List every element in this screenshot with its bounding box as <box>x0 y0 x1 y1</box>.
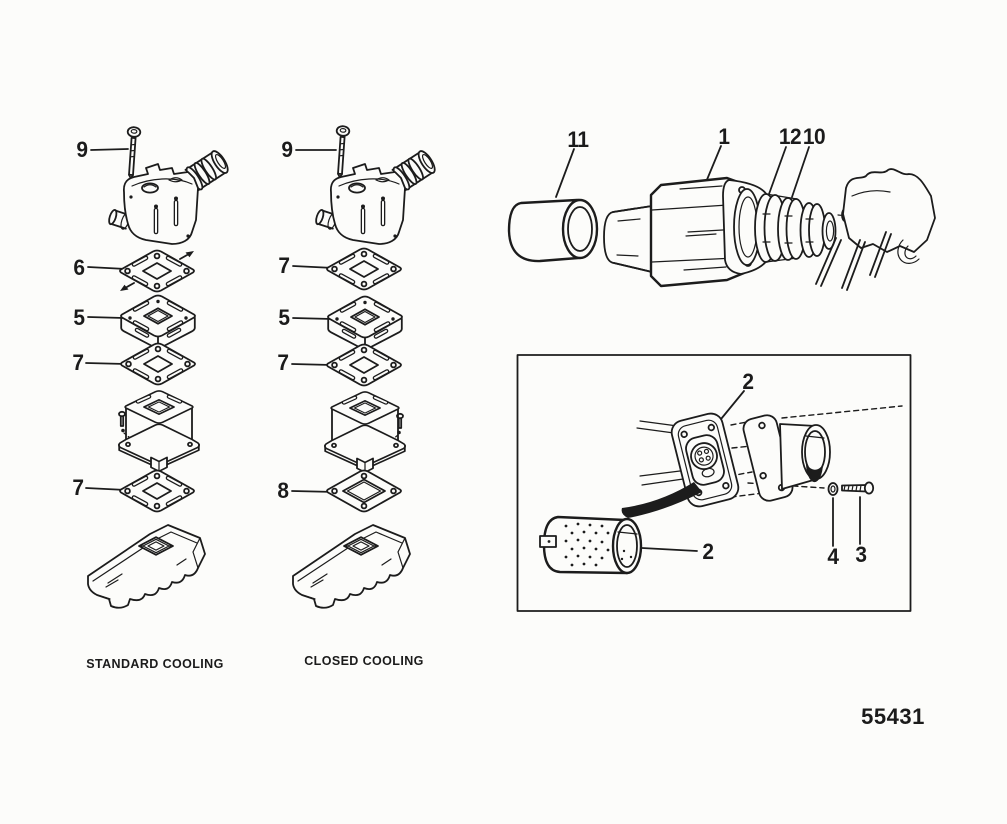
standard-lower-gasket-drawing <box>120 471 194 512</box>
callout-closed-lower-gasket: 8 <box>277 478 289 503</box>
callout-hose: 11 <box>567 127 589 152</box>
callout-standard-spacer: 5 <box>73 305 85 330</box>
callout-strainer: 2 <box>702 539 714 564</box>
closed-upper-gasket-drawing <box>327 249 401 290</box>
standard-cooling-assembly <box>85 125 231 609</box>
hose-strap-drawing <box>621 482 702 518</box>
callout-standard-middle-gasket: 7 <box>72 350 84 375</box>
screw-drawing <box>841 481 875 495</box>
standard-elbow-screw-drawing <box>123 125 142 180</box>
closed-exhaust-elbow-drawing <box>314 148 438 244</box>
callout-inner-sleeve: 12 <box>778 124 802 149</box>
closed-manifold-drawing <box>292 524 411 609</box>
standard-upper-gasket-drawing <box>120 251 194 292</box>
standard-middle-gasket-drawing <box>121 344 195 385</box>
callout-washer: 4 <box>827 544 839 569</box>
perforation-dots <box>564 522 610 567</box>
hose-drawing <box>507 198 599 263</box>
callout-outer-ring: 10 <box>802 124 826 149</box>
callout-muffler: 1 <box>718 124 730 149</box>
callout-standard-lower-gasket: 7 <box>72 475 84 500</box>
closed-elbow-screw-drawing <box>332 124 351 179</box>
drawing-number: 55431 <box>861 704 925 729</box>
mounting-bracket-drawing <box>815 168 936 291</box>
flanged-tube-drawing <box>742 414 831 502</box>
callout-flange-gasket: 2 <box>742 369 754 394</box>
callout-closed-screw: 9 <box>281 137 293 162</box>
standard-spacer-block-drawing <box>121 296 195 349</box>
closed-riser-drawing <box>325 392 405 472</box>
callout-screw: 3 <box>855 542 867 567</box>
muffler-body-drawing <box>603 176 772 288</box>
closed-spacer-block-drawing <box>328 297 402 350</box>
strainer-drawing <box>539 515 643 575</box>
callout-closed-middle-gasket: 7 <box>277 350 289 375</box>
callout-standard-screw: 9 <box>76 137 88 162</box>
washer-drawing <box>827 482 839 496</box>
flange-gasket-drawing <box>670 412 740 508</box>
callout-closed-upper-gasket: 7 <box>278 253 290 278</box>
standard-riser-drawing <box>119 391 199 471</box>
detail-inset <box>516 354 912 612</box>
closed-cooling-assembly <box>291 124 438 609</box>
closed-cooling-caption: CLOSED COOLING <box>304 654 424 668</box>
sleeve-rings-drawing <box>754 193 837 263</box>
standard-exhaust-elbow-drawing <box>107 148 231 244</box>
closed-middle-gasket-drawing <box>327 345 401 386</box>
callout-closed-spacer: 5 <box>278 305 290 330</box>
inset-border <box>516 354 912 612</box>
callout-standard-upper-gasket: 6 <box>73 255 85 280</box>
closed-lower-gasket-drawing <box>326 469 402 513</box>
standard-cooling-caption: STANDARD COOLING <box>86 657 224 671</box>
muffler-assembly <box>507 145 936 291</box>
standard-manifold-drawing <box>87 524 206 609</box>
